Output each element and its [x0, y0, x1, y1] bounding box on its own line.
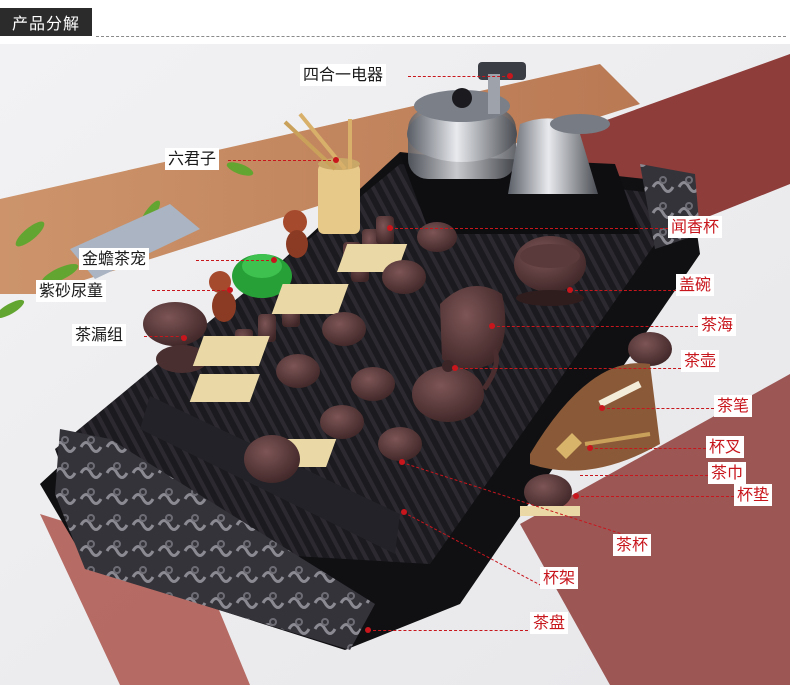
label-electric: 四合一电器 [300, 64, 387, 86]
label-cup-mat: 杯垫 [734, 484, 773, 506]
label-cup-fork: 杯叉 [706, 436, 745, 458]
leader-tea-brush [602, 408, 714, 409]
product-photo [0, 44, 790, 685]
marker-gaiwan [567, 287, 573, 293]
marker-six-gentlemen [333, 157, 339, 163]
label-tea-cup: 茶杯 [613, 534, 652, 556]
leader-cup-fork [590, 448, 706, 449]
label-teapot: 茶壶 [681, 350, 720, 372]
leader-cup-mat [576, 496, 734, 497]
section-title: 产品分解 [0, 8, 92, 36]
leader-aroma-cup [390, 228, 668, 229]
leader-tea-sea [492, 326, 698, 327]
leader-gaiwan [570, 290, 676, 291]
leader-toad [196, 260, 274, 261]
label-aroma-cup: 闻香杯 [668, 216, 723, 238]
leader-strainer [144, 336, 184, 337]
marker-strainer [181, 335, 187, 341]
marker-purple-boy [227, 287, 233, 293]
marker-toad [271, 257, 277, 263]
label-purple-boy: 紫砂尿童 [36, 280, 107, 302]
marker-cup-fork [587, 445, 593, 451]
leader-tea-tray [368, 630, 528, 631]
label-cup-rack: 杯架 [540, 567, 579, 589]
marker-aroma-cup [387, 225, 393, 231]
label-towel: 茶巾 [708, 462, 747, 484]
marker-electric [507, 73, 513, 79]
marker-cup-rack [401, 509, 407, 515]
leader-purple-boy [152, 290, 230, 291]
marker-tea-tray [365, 627, 371, 633]
label-tea-brush: 茶笔 [714, 395, 753, 417]
leader-six-gentlemen [228, 160, 336, 161]
marker-cup-mat [573, 493, 579, 499]
label-toad: 金蟾茶宠 [79, 248, 150, 270]
section-divider [96, 36, 786, 37]
leader-teapot [455, 368, 681, 369]
label-tea-sea: 茶海 [698, 314, 737, 336]
label-tea-tray: 茶盘 [530, 612, 569, 634]
marker-tea-cup [399, 459, 405, 465]
leader-towel [580, 475, 708, 476]
marker-tea-sea [489, 323, 495, 329]
label-six-gentlemen: 六君子 [165, 148, 220, 170]
marker-tea-brush [599, 405, 605, 411]
label-gaiwan: 盖碗 [676, 274, 715, 296]
marker-teapot [452, 365, 458, 371]
leader-electric [408, 76, 510, 77]
label-strainer: 茶漏组 [72, 324, 127, 346]
